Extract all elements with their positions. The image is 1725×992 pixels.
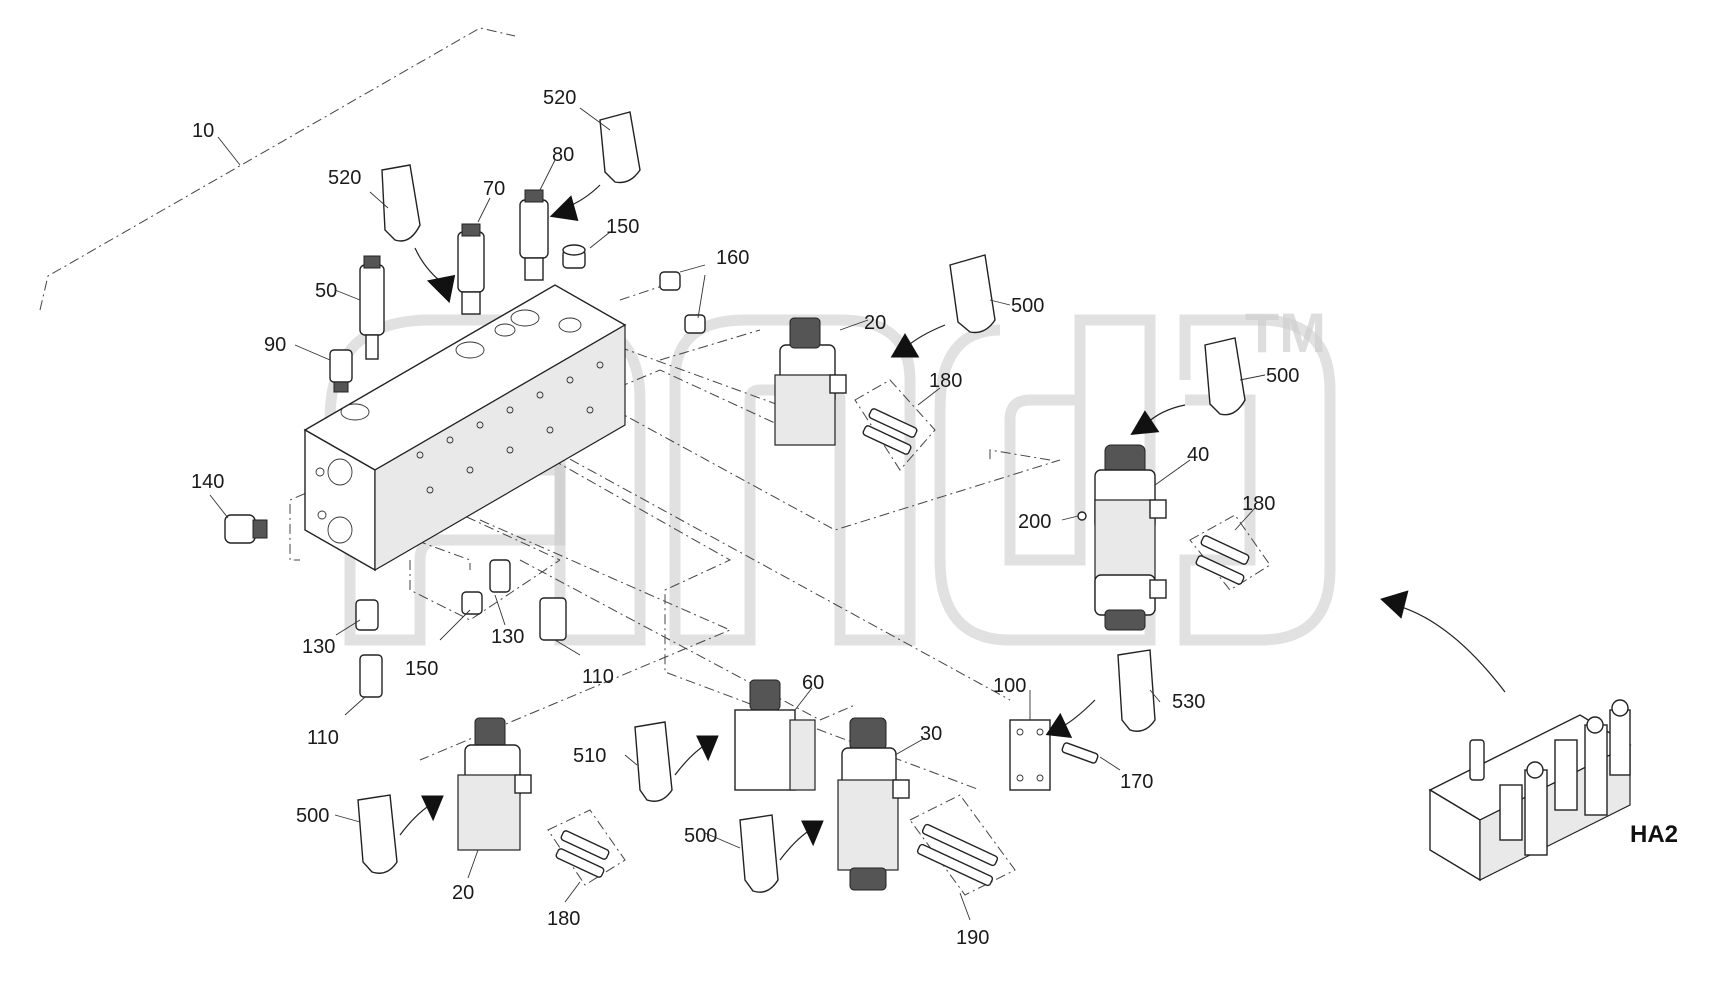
leader-lines <box>209 107 1266 921</box>
solenoid-valve-40 <box>1094 444 1167 631</box>
bolts-180-lower <box>547 809 626 886</box>
callout-180-lower: 180 <box>547 908 580 930</box>
valve-70 <box>457 223 485 315</box>
callout-500-a: 500 <box>1011 295 1044 317</box>
solenoid-valve-30 <box>837 717 910 891</box>
inset-assembly: HA2 <box>1428 699 1678 882</box>
callout-labels: 10 520 80 70 150 160 50 90 140 520 20 50… <box>191 87 1299 949</box>
bolts-190 <box>909 794 1016 896</box>
callout-530: 530 <box>1172 691 1205 713</box>
callout-110-right: 110 <box>582 666 614 688</box>
arrows <box>399 184 1506 861</box>
solenoid-valve-20-lower <box>457 717 532 851</box>
sealant-tubes <box>357 111 1246 893</box>
solenoid-valve-20-upper <box>774 317 847 446</box>
callout-60: 60 <box>802 672 824 694</box>
bolts-180-upper <box>854 379 936 471</box>
frame-outline <box>39 27 516 311</box>
callout-170: 170 <box>1120 771 1153 793</box>
inset-label: HA2 <box>1630 821 1678 848</box>
manifold-block <box>303 284 627 572</box>
callout-10: 10 <box>192 120 214 142</box>
callout-30: 30 <box>920 723 942 745</box>
valve-80 <box>519 189 549 281</box>
callout-520-top: 520 <box>543 87 576 109</box>
fitting-140 <box>224 514 268 544</box>
callout-150-top: 150 <box>606 216 639 238</box>
callout-110-left: 110 <box>307 727 339 749</box>
callout-100: 100 <box>993 675 1026 697</box>
valve-60 <box>734 679 816 791</box>
callout-500-b: 500 <box>1266 365 1299 387</box>
callout-520-left: 520 <box>328 167 361 189</box>
fittings-bottom <box>355 559 567 698</box>
valve-50 <box>359 255 385 360</box>
callout-70: 70 <box>483 178 505 200</box>
fitting-90 <box>329 349 353 393</box>
callout-50: 50 <box>315 280 337 302</box>
plug-160 <box>659 271 706 334</box>
callout-140: 140 <box>191 471 224 493</box>
callout-130-mid: 130 <box>491 626 524 648</box>
cover-plate-100 <box>1009 719 1051 791</box>
watermark-tm: TM <box>1245 301 1326 364</box>
callout-180-right: 180 <box>1242 493 1275 515</box>
plug-150-top <box>562 244 586 269</box>
callout-500-c: 500 <box>296 805 329 827</box>
callout-90: 90 <box>264 334 286 356</box>
callout-20-upper: 20 <box>864 312 886 334</box>
callout-150-bottom: 150 <box>405 658 438 680</box>
bolt-170 <box>1061 742 1099 764</box>
callout-20-lower: 20 <box>452 882 474 904</box>
callout-80: 80 <box>552 144 574 166</box>
callout-180-upper: 180 <box>929 370 962 392</box>
callout-500-d: 500 <box>684 825 717 847</box>
callout-510: 510 <box>573 745 606 767</box>
callout-190: 190 <box>956 927 989 949</box>
callout-40: 40 <box>1187 444 1209 466</box>
callout-160: 160 <box>716 247 749 269</box>
callout-130-left: 130 <box>302 636 335 658</box>
bolts-180-right <box>1189 514 1271 591</box>
pin-200 <box>1077 511 1087 521</box>
callout-200: 200 <box>1018 511 1051 533</box>
